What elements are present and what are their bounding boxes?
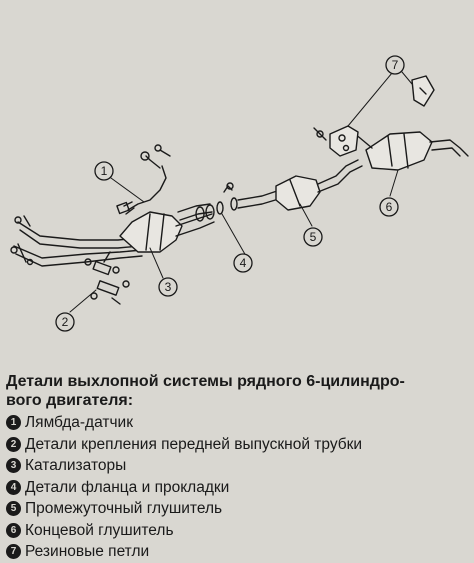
number-badge: 2 (6, 436, 21, 452)
svg-text:3: 3 (165, 280, 172, 294)
number-badge: 4 (6, 479, 21, 495)
legend-item-label: Концевой глушитель (25, 521, 174, 539)
callout-1: 1 (94, 161, 114, 181)
catalysts (119, 203, 215, 253)
legend-item: 7 Резиновые петли (6, 541, 470, 563)
intermediate-silencer (275, 159, 363, 211)
legend-item-label: Катализаторы (25, 457, 127, 474)
rubber-loops (313, 75, 435, 157)
number-badge: 3 (6, 458, 21, 474)
number-badge: 1 (6, 415, 21, 431)
number-badge: 5 (6, 501, 21, 517)
caption-title-line-2: вого двигателя: (6, 392, 134, 409)
legend-item: 4 Детали фланца и прокладки (6, 477, 470, 499)
flange-and-gasket-parts (195, 182, 238, 222)
number-badge: 6 (6, 522, 21, 538)
legend-item-label: Промежуточный глушитель (25, 500, 223, 517)
legend-item: 6 Концевой глушитель (6, 520, 470, 542)
front-exhaust-pipes (10, 215, 143, 267)
svg-text:1: 1 (101, 164, 108, 178)
caption-title: Детали выхлопной системы рядного 6-цилин… (6, 372, 470, 410)
rear-silencer (349, 129, 469, 171)
svg-text:7: 7 (392, 58, 399, 72)
legend-item: 3 Катализаторы (6, 455, 470, 477)
legend-item: 5 Промежуточный глушитель (6, 498, 470, 520)
callout-7: 7 (385, 55, 405, 75)
legend-item: 2 Детали крепления передней выпускной тр… (6, 434, 470, 456)
callout-leader-lines (69, 71, 413, 313)
legend-item-label: Детали фланца и прокладки (25, 478, 230, 496)
callout-3: 3 (158, 277, 178, 297)
svg-text:4: 4 (240, 256, 247, 270)
lambda-sensor (116, 144, 171, 215)
exhaust-system-diagram: 1 2 3 4 5 6 7 (10, 55, 469, 332)
legend-item: 1 Лямбда-датчик (6, 412, 470, 434)
legend-item-label: Детали крепления передней выпускной труб… (25, 435, 363, 453)
figure-caption: Детали выхлопной системы рядного 6-цилин… (6, 372, 470, 563)
callout-2: 2 (55, 312, 75, 332)
caption-title-line-1: Детали выхлопной системы рядного 6-цилин… (6, 373, 405, 390)
svg-text:6: 6 (386, 200, 393, 214)
callout-6: 6 (379, 197, 399, 217)
svg-text:2: 2 (62, 315, 69, 329)
legend-item-label: Резиновые петли (25, 543, 150, 560)
svg-text:5: 5 (310, 230, 317, 244)
callout-4: 4 (233, 253, 253, 273)
number-badge: 7 (6, 544, 21, 560)
parts-legend: 1 Лямбда-датчик 2 Детали крепления перед… (6, 412, 470, 563)
front-pipe-mounting-parts (84, 251, 130, 305)
legend-item-label: Лямбда-датчик (25, 414, 133, 431)
callout-5: 5 (303, 227, 323, 247)
